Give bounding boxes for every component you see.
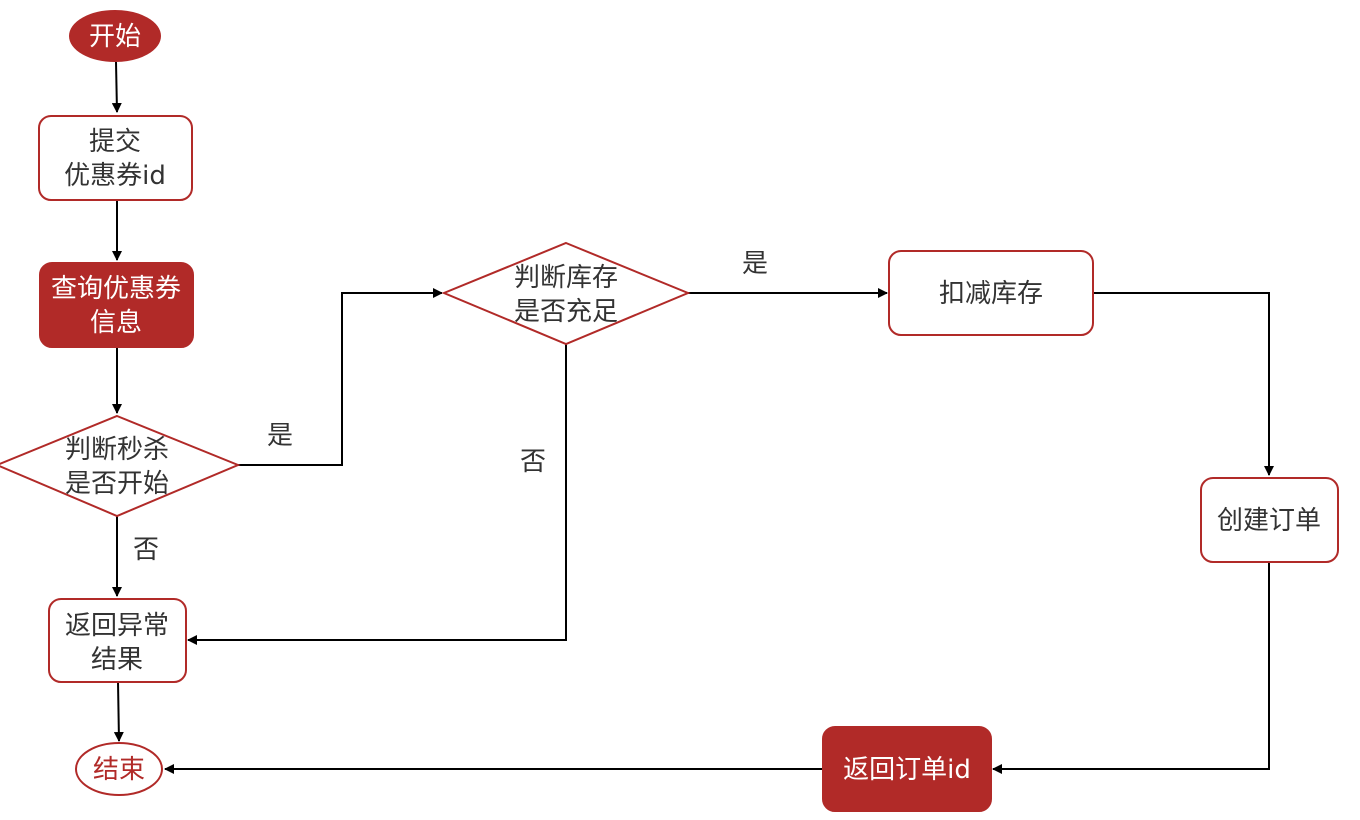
edge-label-stock-no: 否 — [520, 447, 546, 477]
check-stock-node: 判断库存 是否充足 — [441, 241, 691, 346]
check-seckill-node: 判断秒杀 是否开始 — [0, 414, 241, 518]
edge-deduct-create — [1093, 292, 1274, 476]
query-label-line2: 信息 — [90, 308, 142, 338]
end-node: 结束 — [75, 742, 163, 796]
query-node: 查询优惠券 信息 — [39, 262, 194, 348]
edge-stock-no — [187, 344, 567, 645]
submit-label-line2: 优惠券id — [64, 161, 166, 191]
check-stock-line1: 判断库存 — [514, 263, 618, 293]
edge-seckill-yes — [238, 288, 443, 466]
create-order-node: 创建订单 — [1200, 477, 1339, 563]
return-error-line2: 结果 — [91, 645, 143, 675]
return-order-label: 返回订单id — [843, 755, 971, 785]
edges — [111, 61, 1274, 774]
start-node: 开始 — [69, 10, 161, 62]
edge-create-return-order — [992, 562, 1270, 774]
query-label-line1: 查询优惠券 — [51, 274, 181, 304]
edge-label-stock-yes: 是 — [742, 249, 768, 279]
return-order-node: 返回订单id — [822, 726, 992, 812]
submit-node: 提交 优惠券id — [38, 115, 193, 201]
end-label: 结束 — [93, 755, 145, 785]
edge-return-error-end — [113, 681, 124, 742]
edge-label-seckill-no: 否 — [133, 535, 159, 565]
check-seckill-line2: 是否开始 — [65, 469, 169, 499]
deduct-node: 扣减库存 — [888, 250, 1094, 336]
start-label: 开始 — [89, 22, 141, 52]
edge-start-submit — [111, 61, 122, 113]
deduct-label: 扣减库存 — [939, 279, 1043, 309]
return-error-node: 返回异常 结果 — [48, 598, 187, 683]
create-order-label: 创建订单 — [1217, 506, 1321, 536]
submit-label-line1: 提交 — [89, 127, 141, 157]
check-seckill-line1: 判断秒杀 — [65, 435, 169, 465]
check-stock-line2: 是否充足 — [514, 297, 618, 327]
edge-label-seckill-yes: 是 — [267, 421, 293, 451]
return-error-line1: 返回异常 — [65, 611, 169, 641]
